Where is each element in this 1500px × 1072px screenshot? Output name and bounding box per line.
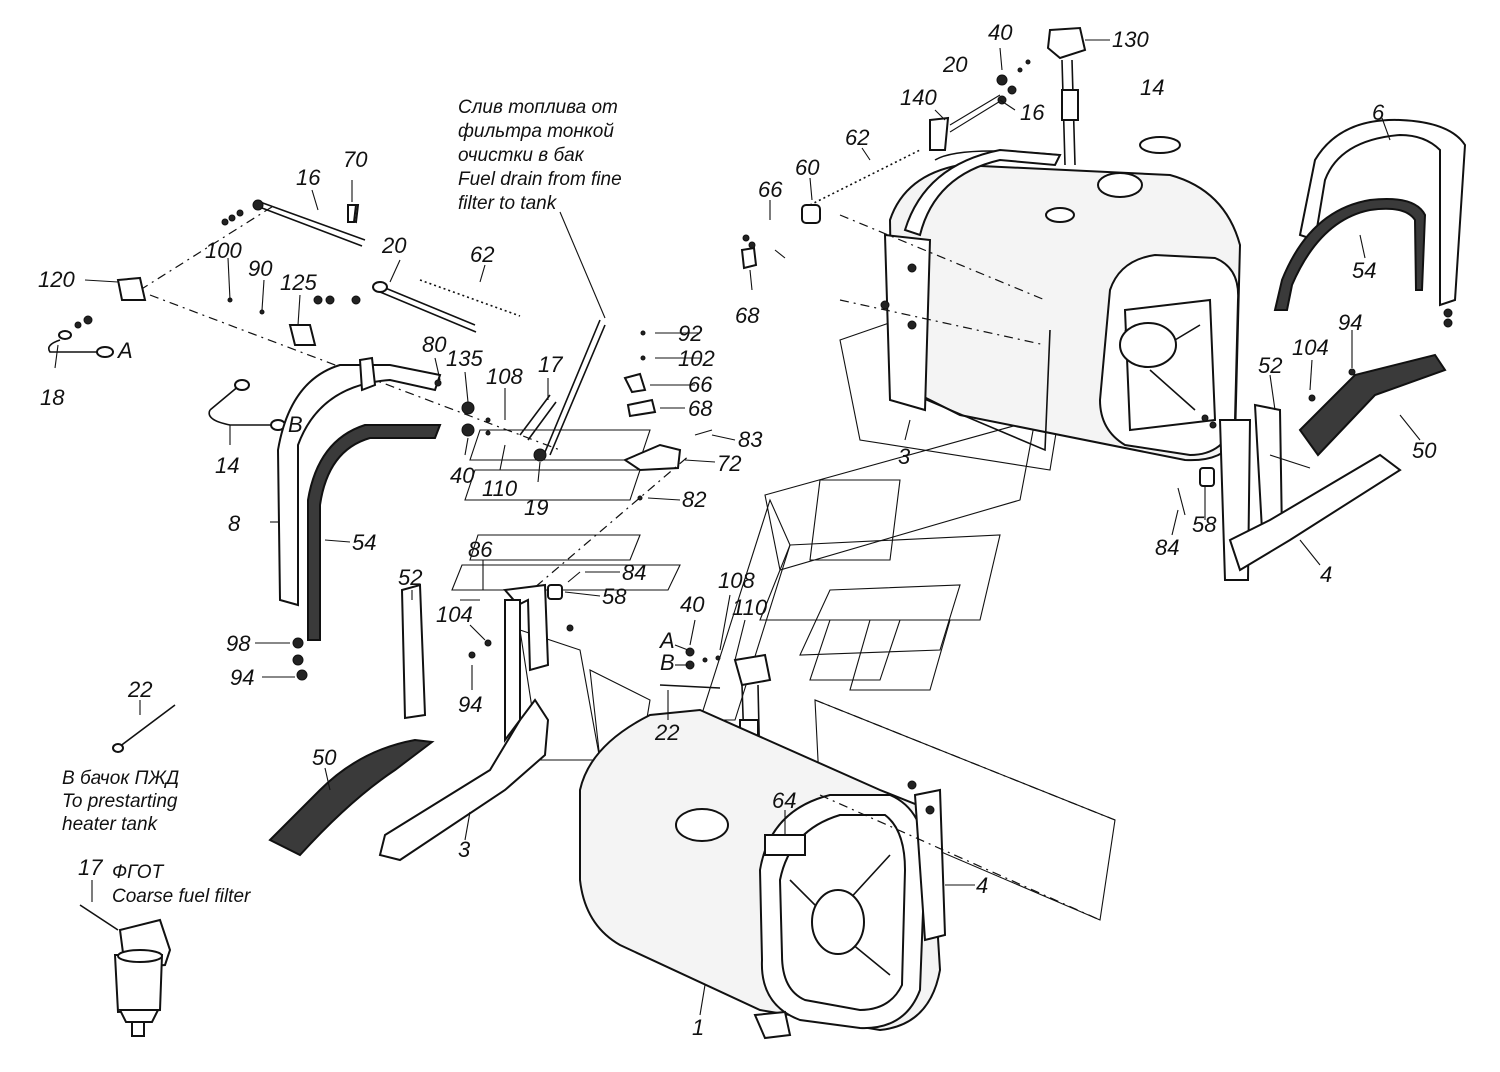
- callout-14: 14: [1140, 75, 1164, 100]
- callout-68-mid: 68: [688, 396, 713, 421]
- callout-3-lower: 3: [458, 837, 471, 862]
- callout-54: 54: [1352, 258, 1376, 283]
- heater-note-en-line1: To prestarting: [62, 791, 178, 812]
- lower-left-step-and-brackets: [268, 571, 581, 862]
- callout-40-left: 40: [450, 463, 475, 488]
- callout-58-mid: 58: [602, 584, 627, 609]
- callout-72: 72: [717, 451, 741, 476]
- callout-110-lower: 110: [732, 595, 768, 620]
- heater-note-en-line2: heater tank: [62, 814, 159, 835]
- callout-94-lower: 94: [458, 692, 482, 717]
- lower-fuel-tank: [579, 699, 1116, 1040]
- callout-8: 8: [228, 511, 241, 536]
- callout-20-left: 20: [381, 233, 407, 258]
- callout-94: 94: [1338, 310, 1362, 335]
- callout-110: 110: [482, 476, 518, 501]
- drain-note-ru-line1: Слив топлива от: [458, 97, 618, 118]
- callout-B-upper: B: [288, 412, 303, 437]
- upper-bracket: [839, 214, 1046, 412]
- upper-fuel-tank: [888, 148, 1242, 462]
- drain-note-ru-line2: фильтра тонкой: [458, 121, 614, 142]
- callout-120: 120: [38, 267, 75, 292]
- callout-102: 102: [678, 346, 715, 371]
- callout-104: 104: [1292, 335, 1329, 360]
- callout-6: 6: [1372, 100, 1385, 125]
- callout-86: 86: [468, 537, 493, 562]
- callout-108-lower: 108: [718, 568, 755, 593]
- callout-17: 17: [538, 352, 563, 377]
- callout-3: 3: [898, 444, 911, 469]
- callout-84: 84: [1155, 535, 1179, 560]
- callout-94-left: 94: [230, 665, 254, 690]
- callout-60: 60: [795, 155, 820, 180]
- callout-80: 80: [422, 332, 447, 357]
- callout-22-left: 22: [127, 677, 152, 702]
- callout-4-lower: 4: [976, 873, 988, 898]
- callout-125: 125: [280, 270, 317, 295]
- callout-104-left: 104: [436, 602, 473, 627]
- callout-100: 100: [205, 238, 242, 263]
- callout-A-upper: A: [116, 338, 133, 363]
- drain-note-ru-line3: очистки в бак: [458, 145, 585, 166]
- lower-left-straps: [276, 356, 442, 681]
- callout-62: 62: [845, 125, 869, 150]
- callout-22: 22: [654, 720, 679, 745]
- drain-note-en-line2: filter to tank: [458, 193, 558, 214]
- leader-lines: [54, 39, 1421, 1016]
- callout-40: 40: [988, 20, 1013, 45]
- callout-16: 16: [1020, 100, 1045, 125]
- callout-20: 20: [942, 52, 968, 77]
- filter-note-ru: ФГОТ: [112, 862, 165, 883]
- upper-step-and-brackets: [1177, 353, 1447, 581]
- callout-50-left: 50: [312, 745, 337, 770]
- callout-B-lower: B: [660, 650, 675, 675]
- callout-4: 4: [1320, 562, 1332, 587]
- callout-70: 70: [343, 147, 368, 172]
- callout-130: 130: [1112, 27, 1149, 52]
- callout-16-left: 16: [296, 165, 321, 190]
- annotation-notes: Слив топлива от фильтра тонкой очистки в…: [62, 97, 622, 907]
- upper-straps: [1273, 118, 1467, 328]
- coarse-fuel-filter: [79, 704, 176, 1037]
- callout-14-left: 14: [215, 453, 239, 478]
- callout-40-lower: 40: [680, 592, 705, 617]
- callout-62-left: 62: [470, 242, 494, 267]
- callout-140: 140: [900, 85, 937, 110]
- callout-17-left: 17: [78, 855, 103, 880]
- callout-labels: 130 40 20 140 16 14 62 60 66 68 6 54 94 …: [38, 20, 1437, 1040]
- callout-66: 66: [758, 177, 783, 202]
- callout-54-left: 54: [352, 530, 376, 555]
- callout-19: 19: [524, 495, 548, 520]
- filter-note-en: Coarse fuel filter: [112, 886, 251, 907]
- callout-18: 18: [40, 385, 65, 410]
- callout-108: 108: [486, 364, 523, 389]
- callout-90: 90: [248, 256, 273, 281]
- mid-hardware: [434, 319, 713, 601]
- callout-58: 58: [1192, 512, 1217, 537]
- callout-68: 68: [735, 303, 760, 328]
- callout-A-lower: A: [658, 628, 675, 653]
- callout-64: 64: [772, 788, 796, 813]
- callout-98: 98: [226, 631, 251, 656]
- heater-note-ru: В бачок ПЖД: [62, 768, 179, 789]
- callout-52: 52: [1258, 353, 1282, 378]
- left-hoses: [47, 199, 561, 451]
- callout-1: 1: [692, 1015, 704, 1040]
- callout-50: 50: [1412, 438, 1437, 463]
- callout-135: 135: [446, 346, 483, 371]
- callout-52-left: 52: [398, 565, 422, 590]
- callout-84-mid: 84: [622, 560, 646, 585]
- upper-hardware: [740, 26, 1181, 270]
- callout-66-mid: 66: [688, 372, 713, 397]
- drain-note-en-line1: Fuel drain from fine: [458, 169, 622, 190]
- callout-83: 83: [738, 427, 763, 452]
- callout-82: 82: [682, 487, 706, 512]
- callout-92: 92: [678, 321, 702, 346]
